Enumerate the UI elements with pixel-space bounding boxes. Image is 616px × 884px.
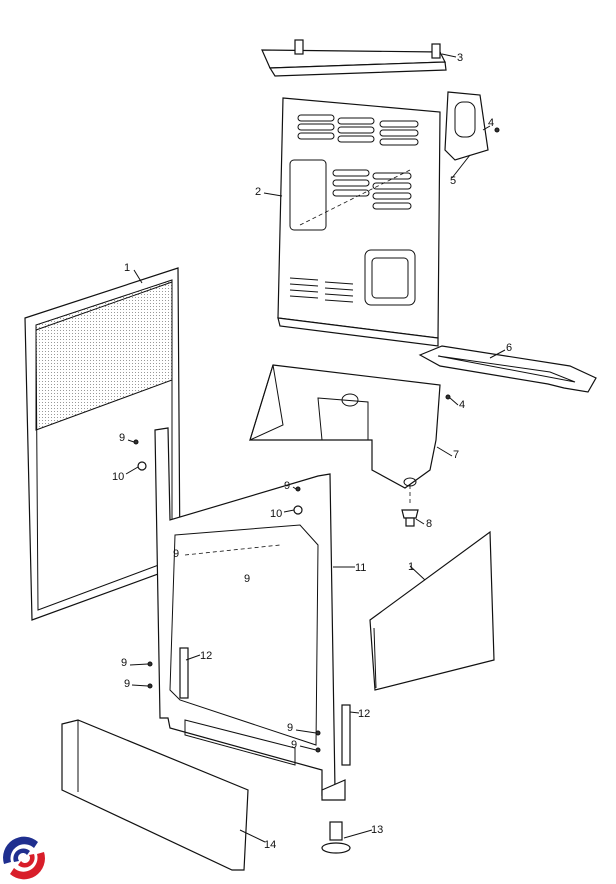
brand-logo (3, 836, 45, 880)
callout-1: 1 (124, 262, 130, 274)
callout-11: 11 (355, 562, 366, 574)
callout-9: 9 (173, 548, 179, 560)
part-7-base-tray (249, 364, 441, 489)
leader-lines (125, 53, 506, 843)
callout-6: 6 (506, 342, 512, 354)
callout-9: 9 (124, 678, 130, 690)
callout-4: 4 (459, 399, 465, 411)
callout-13: 13 (371, 824, 383, 836)
part-8-leveling-foot (401, 485, 419, 527)
screws (133, 127, 500, 753)
callout-8: 8 (426, 518, 432, 530)
callout-12: 12 (358, 708, 370, 720)
callout-9: 9 (284, 480, 290, 492)
callout-14: 14 (264, 839, 276, 851)
part-2-back-panel (277, 97, 441, 347)
part-13-leveler (321, 821, 351, 854)
part-5-side-bracket (444, 91, 489, 161)
part-11-front-frame (154, 427, 346, 801)
part-12-hinges (179, 647, 351, 766)
part-1-right-side-panel (369, 530, 495, 691)
callout-3: 3 (457, 52, 463, 64)
callout-7: 7 (453, 449, 459, 461)
callout-9: 9 (291, 739, 297, 751)
part-14-kick-panel (61, 719, 249, 871)
callout-1: 1 (408, 561, 414, 573)
callout-9: 9 (287, 722, 293, 734)
part-3-top-bracket (261, 39, 447, 77)
callout-9: 9 (244, 573, 250, 585)
callout-10: 10 (270, 508, 282, 520)
callout-9: 9 (119, 432, 125, 444)
part-1-left-side-panel (24, 267, 181, 621)
callout-9: 9 (121, 657, 127, 669)
callout-4: 4 (488, 117, 494, 129)
part-6-plate (418, 345, 597, 393)
callout-5: 5 (450, 175, 456, 187)
callout-10: 10 (112, 471, 124, 483)
callout-2: 2 (255, 186, 261, 198)
callout-12: 12 (200, 650, 212, 662)
